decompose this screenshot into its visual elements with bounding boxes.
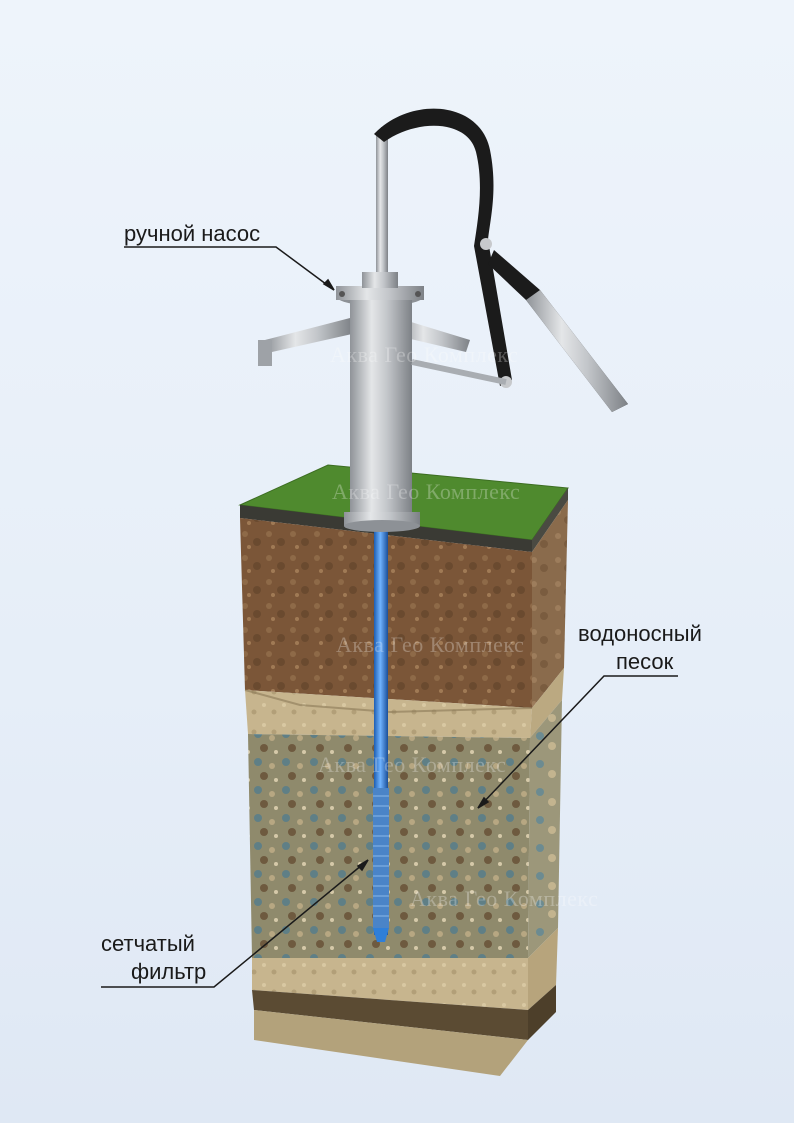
well-pipe <box>373 525 389 942</box>
watermark: Аква Гео Комплекс <box>318 752 507 777</box>
pump-handle <box>374 108 628 412</box>
watermark: Аква Гео Комплекс <box>330 342 519 367</box>
pump-rod <box>376 132 388 292</box>
hand-pump <box>258 108 628 532</box>
aquifer-sand-label-line1: водоносный <box>578 621 702 646</box>
sand-layer <box>245 690 532 738</box>
leader-mesh-filter <box>101 859 369 988</box>
mesh-filter-label-line2: фильтр <box>131 959 207 984</box>
pump-spout <box>258 318 352 366</box>
hand-pump-label: ручной насос <box>124 221 261 246</box>
aquifer-sand-label-line2: песок <box>616 649 674 674</box>
mesh-filter <box>373 788 389 942</box>
pump-body <box>350 300 412 520</box>
leader-aquifer-sand <box>477 675 678 809</box>
leader-hand-pump <box>124 246 335 291</box>
leader-lines <box>101 246 678 988</box>
watermark: Аква Гео Комплекс <box>332 479 521 504</box>
watermark: Аква Гео Комплекс <box>410 886 599 911</box>
watermark: Аква Гео Комплекс <box>336 632 525 657</box>
mesh-filter-label-line1: сетчатый <box>101 931 195 956</box>
